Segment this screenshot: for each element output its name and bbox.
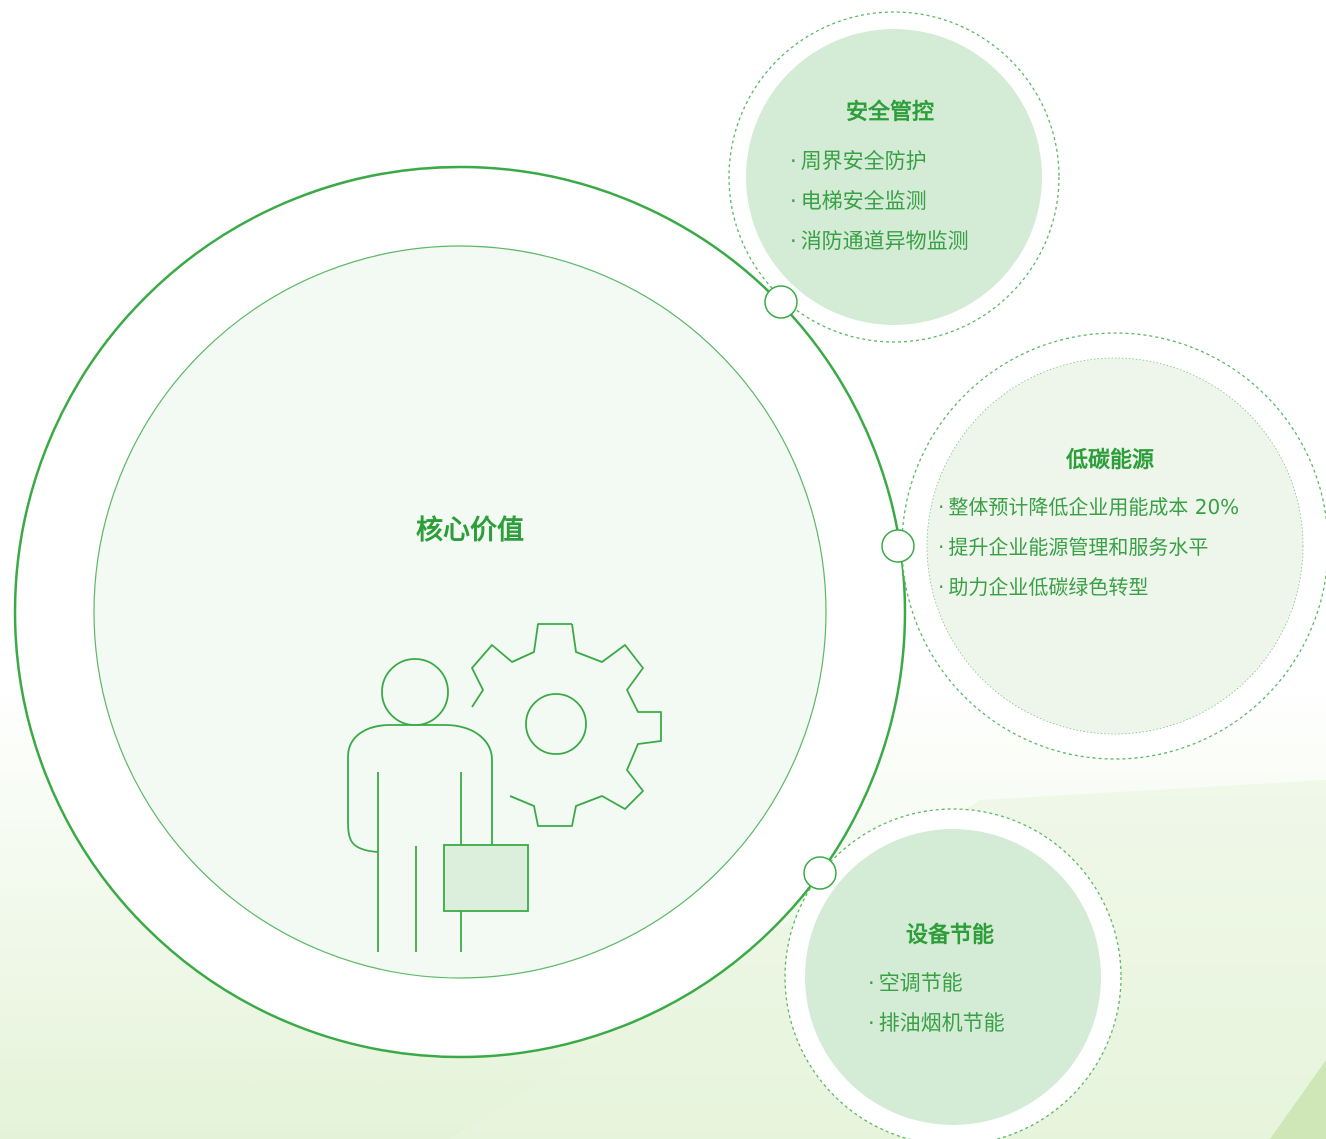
list-item-text: 空调节能: [878, 971, 963, 995]
list-item: ·消防通道异物监测: [790, 228, 969, 254]
bullet: ·: [938, 535, 945, 559]
card-lowcarbon-circle: [901, 332, 1326, 760]
card-equipment-list: ·空调节能 ·排油烟机节能: [868, 970, 1005, 1050]
list-item-text: 提升企业能源管理和服务水平: [948, 535, 1209, 559]
briefcase-icon: [443, 844, 529, 912]
card-equipment-circle: [784, 808, 1122, 1139]
list-item-text: 助力企业低碳绿色转型: [948, 575, 1149, 599]
card-equipment-title: 设备节能: [906, 923, 995, 948]
card-lowcarbon-list: ·整体预计降低企业用能成本 20% ·提升企业能源管理和服务水平 ·助力企业低碳…: [938, 494, 1239, 614]
bullet: ·: [938, 575, 945, 599]
list-item: ·电梯安全监测: [790, 188, 969, 214]
list-item-text: 电梯安全监测: [800, 189, 927, 213]
list-item: ·周界安全防护: [790, 148, 969, 174]
list-item: ·整体预计降低企业用能成本 20%: [938, 494, 1239, 520]
list-item: ·提升企业能源管理和服务水平: [938, 534, 1239, 560]
bullet: ·: [868, 1011, 875, 1035]
person-icon: [347, 658, 493, 952]
bullet: ·: [790, 189, 797, 213]
gear-icon: [471, 623, 662, 827]
card-lowcarbon-title: 低碳能源: [1066, 448, 1155, 473]
core-circle: [13, 165, 907, 1059]
list-item-text: 消防通道异物监测: [800, 229, 969, 253]
connector-node-equipment: [803, 856, 837, 890]
card-security-title: 安全管控: [846, 100, 935, 125]
list-item-text: 排油烟机节能: [878, 1011, 1005, 1035]
bullet: ·: [790, 149, 797, 173]
list-item-text: 整体预计降低企业用能成本 20%: [948, 495, 1240, 519]
bullet: ·: [868, 971, 875, 995]
list-item: ·空调节能: [868, 970, 1005, 996]
core-title: 核心价值: [416, 515, 524, 546]
list-item: ·排油烟机节能: [868, 1010, 1005, 1036]
connector-node-lowcarbon: [881, 529, 915, 563]
list-item: ·助力企业低碳绿色转型: [938, 574, 1239, 600]
bullet: ·: [790, 229, 797, 253]
connector-node-security: [764, 285, 798, 319]
card-security-circle: [728, 11, 1060, 343]
background-corner-shape: [1270, 1060, 1326, 1139]
list-item-text: 周界安全防护: [800, 149, 927, 173]
card-security-list: ·周界安全防护 ·电梯安全监测 ·消防通道异物监测: [790, 148, 969, 268]
bullet: ·: [938, 495, 945, 519]
